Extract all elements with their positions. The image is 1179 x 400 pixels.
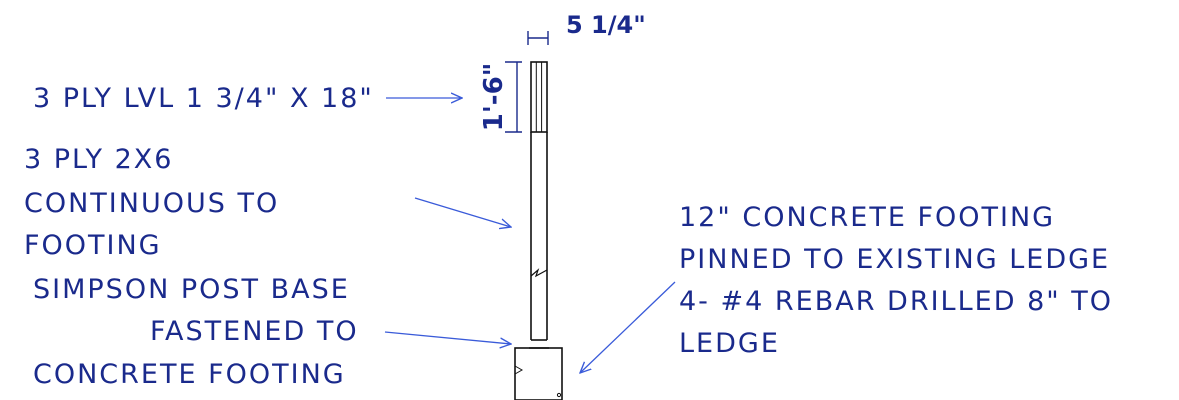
lvl-beam <box>530 61 548 133</box>
concrete-footing <box>514 347 563 400</box>
footing-note-line2: PINNED TO EXISTING LEDGE <box>679 244 1111 275</box>
base-leader <box>384 331 511 344</box>
post-note-line2: CONTINUOUS TO <box>24 188 280 219</box>
width-dimension <box>527 31 549 45</box>
width-dimension-label: 5 1/4" <box>566 11 646 39</box>
post-note-line1: 3 PLY 2X6 <box>24 144 174 175</box>
lvl-note: 3 PLY LVL 1 3/4" X 18" <box>33 83 374 114</box>
footing-leader <box>580 281 676 373</box>
footing-note-line1: 12" CONCRETE FOOTING <box>679 202 1056 233</box>
base-note-line3: CONCRETE FOOTING <box>33 359 346 390</box>
footing-note-line4: LEDGE <box>679 328 780 359</box>
post-note-line3: FOOTING <box>24 230 162 261</box>
post-leader <box>414 197 511 227</box>
footing-note-line3: 4- #4 REBAR DRILLED 8" TO <box>679 286 1113 317</box>
post <box>529 132 549 349</box>
height-dimension <box>505 61 522 133</box>
base-note-line1: SIMPSON POST BASE <box>33 274 350 305</box>
leader-lines <box>384 98 676 373</box>
height-dimension-label: 1'-6" <box>479 62 509 132</box>
base-note-line2: FASTENED TO <box>150 316 359 347</box>
